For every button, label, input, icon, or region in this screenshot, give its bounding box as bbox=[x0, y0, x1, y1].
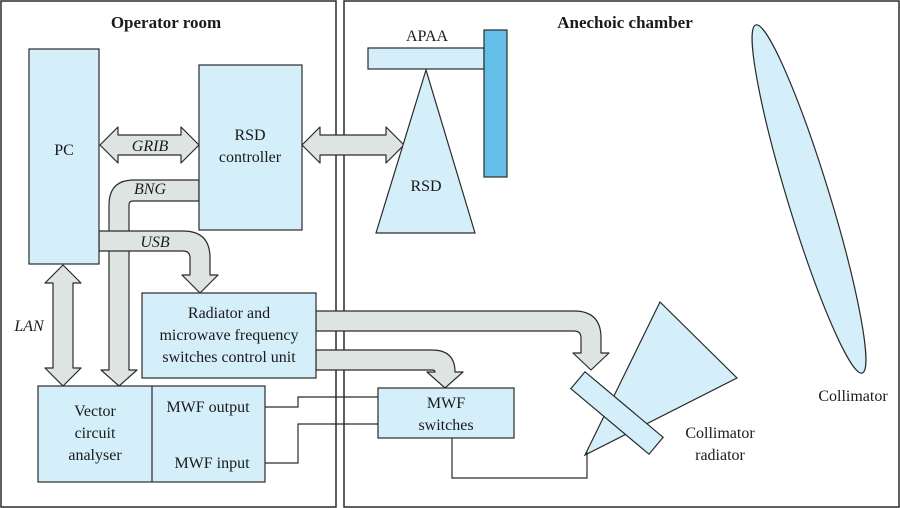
bng-label: BNG bbox=[134, 181, 166, 198]
grib-label: GRIB bbox=[132, 138, 169, 155]
mwf-switches-label-line1: MWF bbox=[427, 395, 465, 412]
collimator-radiator-label-line1: Collimator bbox=[685, 425, 755, 442]
operator-room-title: Operator room bbox=[111, 13, 221, 32]
collimator-ellipse bbox=[751, 24, 867, 374]
switches-to-radiator-wire bbox=[451, 438, 588, 479]
radiator-unit-label-line3: switches control unit bbox=[162, 349, 296, 366]
mwf-output-wire bbox=[265, 396, 378, 408]
analyser-label-line1: Vector bbox=[74, 403, 116, 420]
apaa-label: APAA bbox=[406, 28, 449, 45]
rsd-triangle bbox=[375, 67, 476, 234]
pc-label: PC bbox=[54, 142, 74, 159]
switches-control-arrow bbox=[315, 349, 464, 389]
analyser-label-line2: circuit bbox=[75, 425, 116, 442]
rsd-controller-label-line1: RSD bbox=[234, 127, 265, 144]
mwf-output-label: MWF output bbox=[166, 399, 250, 416]
anechoic-chamber-title: Anechoic chamber bbox=[557, 13, 693, 32]
collimator-radiator-label-line2: radiator bbox=[695, 447, 745, 464]
radiator-control-unit-block bbox=[141, 292, 317, 379]
radiator-unit-label-line2: microwave frequency bbox=[159, 327, 298, 344]
usb-arrow bbox=[98, 230, 219, 294]
lan-label: LAN bbox=[13, 318, 45, 335]
rsd-label: RSD bbox=[410, 178, 441, 195]
pc-block bbox=[28, 48, 100, 265]
mwf-input-label: MWF input bbox=[174, 455, 250, 472]
radiator-unit-label-line1: Radiator and bbox=[188, 305, 270, 322]
mwf-input-wire bbox=[265, 423, 378, 464]
apaa-panel bbox=[483, 29, 508, 178]
collimator-label: Collimator bbox=[818, 388, 888, 405]
rsd-controller-label-line2: controller bbox=[219, 149, 282, 166]
radiator-control-arrow bbox=[315, 310, 610, 371]
collimator-radiator-flange bbox=[570, 370, 664, 456]
rsd-controller-block bbox=[198, 64, 303, 231]
analyser-label-line3: analyser bbox=[68, 447, 122, 464]
mwf-switches-block bbox=[377, 387, 515, 439]
apaa-arm bbox=[367, 47, 485, 70]
usb-label: USB bbox=[140, 234, 170, 251]
mwf-switches-label-line2: switches bbox=[418, 417, 473, 434]
